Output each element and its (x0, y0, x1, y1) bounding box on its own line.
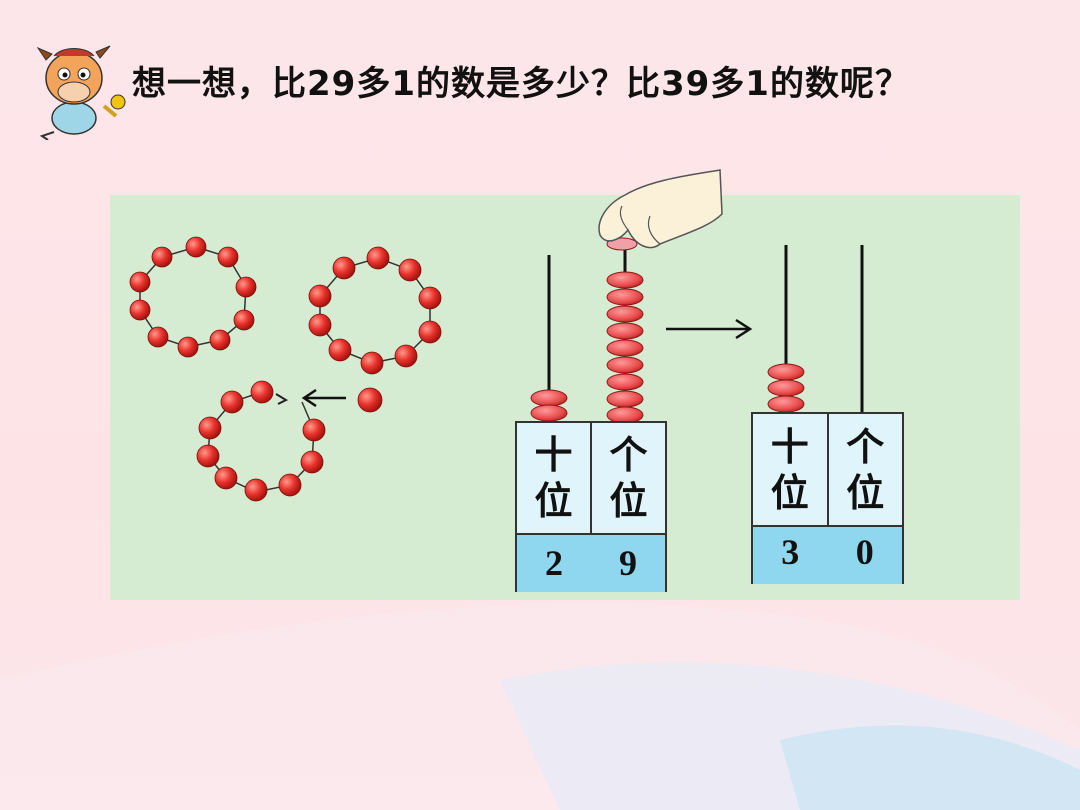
bead (235, 276, 257, 298)
bead (233, 309, 255, 331)
ones-digit: 9 (619, 543, 637, 583)
cow-mascot-icon (36, 45, 126, 140)
arrow-right-icon (666, 318, 753, 340)
bead-ring-incomplete (196, 380, 326, 502)
tens-label: 十 位 (770, 424, 809, 515)
tens-label: 十 位 (534, 433, 573, 523)
ones-digit: 0 (855, 532, 874, 572)
bead (217, 246, 239, 268)
bead (129, 271, 151, 293)
bead-ring-2 (308, 246, 442, 375)
ones-label: 个 位 (826, 414, 903, 525)
bead (151, 246, 173, 268)
question-title: 想一想，比29多1的数是多少？比39多1的数呢？ (132, 64, 910, 104)
loose-bead (357, 387, 383, 413)
tens-digit: 2 (545, 543, 563, 583)
bead (147, 326, 169, 348)
tens-beads-left (530, 389, 568, 422)
bead-being-added (606, 237, 638, 251)
place-value-box-30: 十 位 个 位 3 0 (751, 412, 904, 584)
ones-label: 个 位 (590, 423, 665, 533)
bead (177, 336, 199, 358)
tens-digit: 3 (781, 532, 800, 572)
background-waves (0, 603, 1080, 810)
hand-icon (598, 169, 723, 249)
bead (209, 329, 231, 351)
bead-ring-1 (129, 236, 257, 358)
bead (185, 236, 207, 258)
tens-beads-right (767, 363, 805, 413)
ones-beads-left (606, 271, 644, 424)
arrow-left-icon (301, 388, 346, 408)
bead (129, 299, 151, 321)
place-value-box-29: 十 位 个 位 2 9 (515, 421, 667, 592)
